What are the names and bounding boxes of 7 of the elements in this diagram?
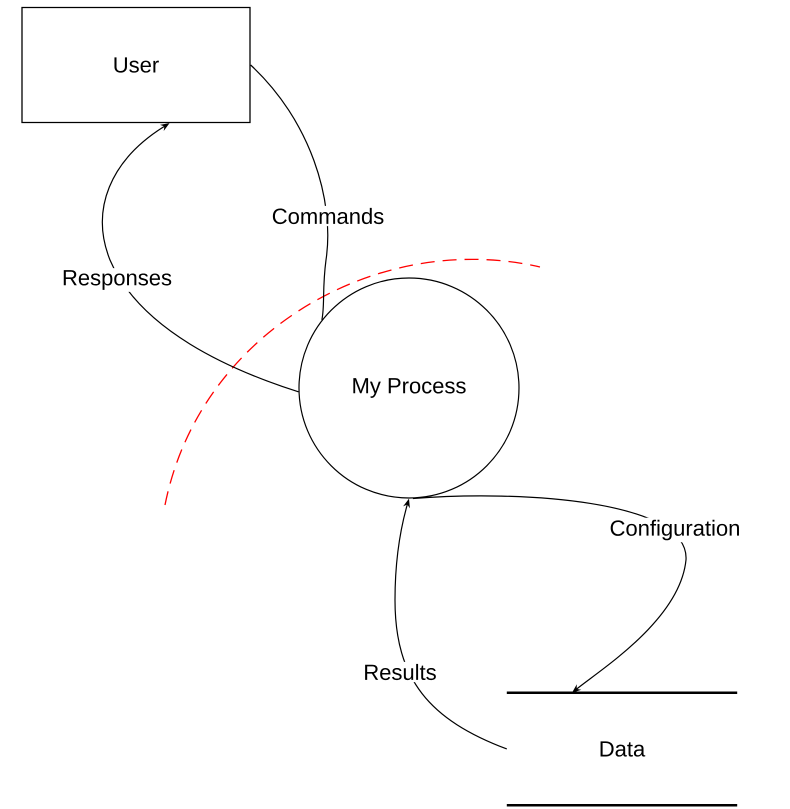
edge-label: Results <box>361 662 439 682</box>
edge-label: Commands <box>270 206 386 226</box>
entity-box: User <box>21 6 251 124</box>
edge-label: Configuration <box>608 518 742 542</box>
data-store: Data <box>506 692 738 806</box>
arrow <box>102 123 299 392</box>
edge-label: Responses <box>60 268 174 292</box>
